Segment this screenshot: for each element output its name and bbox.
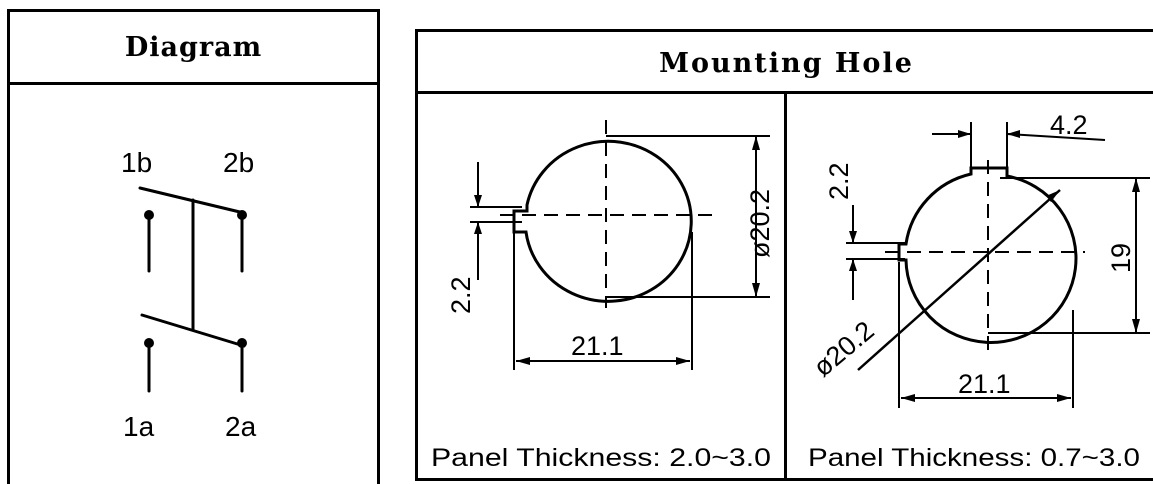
panel-thickness-right: Panel Thickness: 0.7~3.0 — [808, 444, 1140, 472]
dim-notch-left: 2.2 — [446, 276, 476, 314]
panel-thickness-left: Panel Thickness: 2.0~3.0 — [431, 444, 771, 472]
label-1b: 1b — [121, 147, 152, 178]
dim-key-width-right: 4.2 — [1050, 110, 1088, 140]
label-2b: 2b — [223, 147, 254, 178]
terminal-2b-dot — [237, 210, 247, 220]
switch-schematic: 1b 2b 1a 2a — [121, 147, 257, 442]
dim-diameter-right: ø20.2 — [808, 315, 880, 382]
diagram-panel: Diagram — [7, 9, 380, 484]
dim-width-left: 21.1 — [571, 331, 624, 361]
label-2a: 2a — [225, 411, 257, 442]
hole-outline-left — [512, 139, 693, 303]
panel-divider — [784, 92, 787, 478]
label-1a: 1a — [123, 411, 155, 442]
diagram-title: Diagram — [10, 12, 377, 85]
terminal-1b-dot — [144, 210, 154, 220]
terminal-2a-dot — [237, 338, 247, 348]
dim-height-right: 19 — [1106, 243, 1136, 273]
hole-drawing-left: ø20.2 21.1 2.2 — [446, 120, 775, 370]
hole-drawing-right: 4.2 2.2 19 ø20.2 21.1 — [808, 110, 1150, 408]
dim-diameter-left: ø20.2 — [745, 189, 775, 258]
mounting-hole-panel: Mounting Hole — [415, 29, 1153, 481]
dim-notch-right: 2.2 — [824, 162, 854, 200]
hole-outline-right — [897, 166, 1078, 344]
terminal-1a-dot — [144, 338, 154, 348]
dim-width-right: 21.1 — [958, 369, 1011, 399]
